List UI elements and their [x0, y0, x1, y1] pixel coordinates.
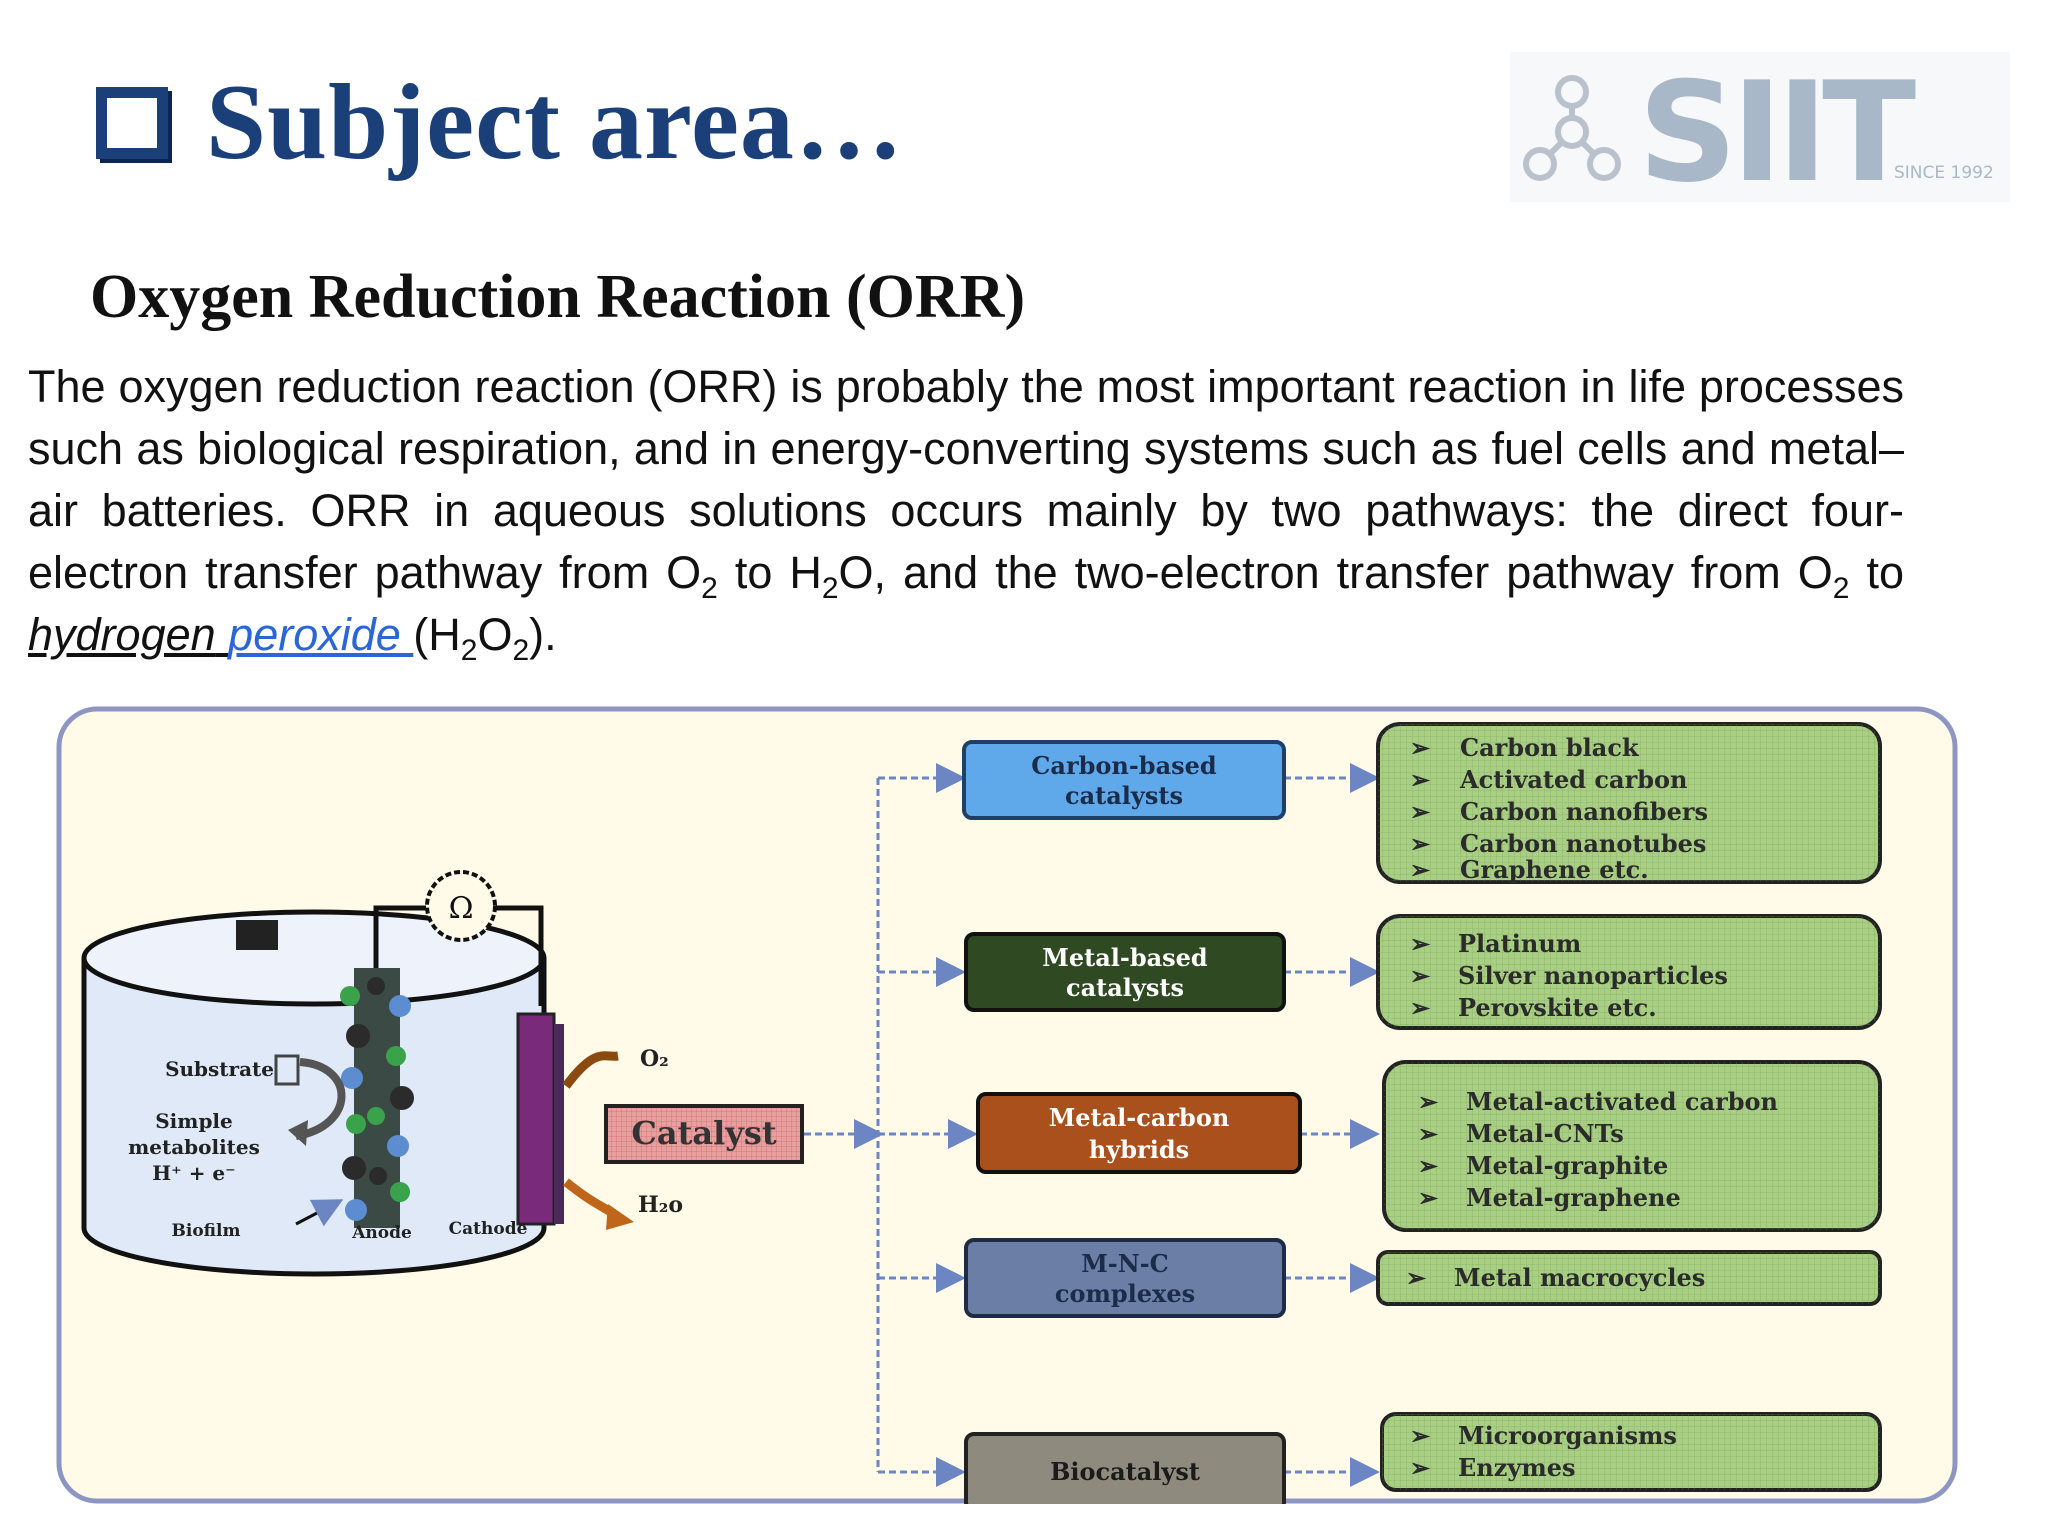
list-carbon-items: ➢ Carbon black ➢ Activated carbon ➢ Carb… [1376, 722, 1882, 884]
molecule-icon [1523, 75, 1621, 181]
list-hybrid-items: ➢ Metal-activated carbon ➢ Metal-CNTs ➢ … [1382, 1060, 1882, 1232]
logo-since: SINCE 1992 [1894, 163, 1994, 183]
svg-text:➢: ➢ [1410, 797, 1431, 826]
svg-text:➢: ➢ [1418, 1151, 1439, 1180]
svg-text:Carbon black: Carbon black [1460, 733, 1640, 762]
h2o-label: H₂o [638, 1192, 683, 1218]
catalyst-node: Catalyst [604, 1104, 804, 1164]
resistor-icon [425, 870, 497, 942]
catalyst-label: Catalyst [631, 1114, 776, 1152]
svg-text:Metal-graphene: Metal-graphene [1466, 1183, 1681, 1212]
svg-text:Metal macrocycles: Metal macrocycles [1454, 1263, 1705, 1292]
svg-text:➢: ➢ [1418, 1183, 1439, 1212]
svg-text:Graphene etc.: Graphene etc. [1460, 855, 1649, 884]
svg-text:Metal-based: Metal-based [1042, 943, 1208, 972]
svg-text:Perovskite etc.: Perovskite etc. [1458, 993, 1657, 1022]
svg-text:Metal-CNTs: Metal-CNTs [1466, 1119, 1624, 1148]
svg-text:catalysts: catalysts [1065, 781, 1183, 810]
metabolites-line3: H⁺ + e⁻ [152, 1161, 235, 1185]
svg-text:Metal-carbon: Metal-carbon [1049, 1103, 1230, 1132]
slide-title: Subject area… [96, 58, 904, 188]
category-carbon-based: Carbon-based catalysts [962, 740, 1286, 820]
orr-catalyst-diagram: Ω Substrate Simple metabolites H⁺ + e⁻ B… [56, 706, 1958, 1504]
svg-text:Metal-activated carbon: Metal-activated carbon [1466, 1087, 1778, 1116]
logo-text: SIIT [1638, 52, 1916, 202]
peroxide-link[interactable]: peroxide [228, 609, 414, 660]
metabolites-line1: Simple [155, 1109, 233, 1133]
svg-text:Activated carbon: Activated carbon [1459, 765, 1687, 794]
ohm-symbol: Ω [449, 891, 474, 926]
metabolites-line2: metabolites [128, 1135, 260, 1159]
cathode-label: Cathode [449, 1219, 528, 1239]
svg-text:➢: ➢ [1410, 1421, 1431, 1450]
svg-text:➢: ➢ [1418, 1087, 1439, 1116]
siit-logo: SIIT SINCE 1992 [1510, 52, 2010, 202]
section-heading: Oxygen Reduction Reaction (ORR) [90, 263, 1026, 331]
svg-text:M-N-C: M-N-C [1081, 1249, 1169, 1278]
svg-text:➢: ➢ [1410, 829, 1431, 858]
svg-text:Silver nanoparticles: Silver nanoparticles [1458, 961, 1728, 990]
svg-text:➢: ➢ [1410, 765, 1431, 794]
substrate-label: Substrate [165, 1057, 274, 1081]
biofilm-dots [340, 977, 414, 1221]
svg-text:Metal-graphite: Metal-graphite [1466, 1151, 1668, 1180]
conversion-arrow [295, 1058, 346, 1140]
connector-lines [804, 763, 1380, 1487]
orr-paragraph: The oxygen reduction reaction (ORR) is p… [28, 361, 1904, 667]
o2-arrow [562, 1051, 619, 1089]
svg-text:hybrids: hybrids [1089, 1135, 1189, 1164]
svg-text:Microorganisms: Microorganisms [1458, 1421, 1677, 1450]
tank-cap [236, 920, 278, 950]
svg-text:catalysts: catalysts [1066, 973, 1184, 1002]
svg-text:Biocatalyst: Biocatalyst [1050, 1457, 1200, 1486]
svg-text:➢: ➢ [1410, 1453, 1431, 1482]
hydrogen-link[interactable]: hydrogen [28, 609, 216, 660]
svg-text:➢: ➢ [1410, 855, 1431, 884]
biofilm-label: Biofilm [172, 1221, 241, 1241]
category-metal-based: Metal-based catalysts [964, 932, 1286, 1012]
anode-label: Anode [351, 1223, 412, 1243]
svg-text:Carbon nanofibers: Carbon nanofibers [1460, 797, 1708, 826]
slide-title-text: Subject area… [206, 63, 904, 182]
category-biocatalyst: Biocatalyst [964, 1432, 1286, 1504]
svg-text:Enzymes: Enzymes [1458, 1453, 1576, 1482]
svg-text:➢: ➢ [1410, 993, 1431, 1022]
category-metal-carbon-hybrids: Metal-carbon hybrids [976, 1092, 1302, 1174]
list-mnc-items: ➢ Metal macrocycles [1376, 1250, 1882, 1306]
svg-text:Carbon nanotubes: Carbon nanotubes [1460, 829, 1706, 858]
fuel-cell-illustration: Ω Substrate Simple metabolites H⁺ + e⁻ B… [81, 870, 683, 1277]
svg-text:Carbon-based: Carbon-based [1031, 751, 1217, 780]
cathode [516, 1012, 556, 1226]
svg-text:➢: ➢ [1410, 961, 1431, 990]
checkbox-bullet-icon [96, 87, 168, 159]
list-bio-items: ➢ Microorganisms ➢ Enzymes [1380, 1412, 1882, 1492]
svg-text:complexes: complexes [1055, 1279, 1195, 1308]
list-metal-items: ➢ Platinum ➢ Silver nanoparticles ➢ Pero… [1376, 914, 1882, 1030]
svg-text:➢: ➢ [1410, 929, 1431, 958]
category-mnc-complexes: M-N-C complexes [964, 1238, 1286, 1318]
svg-text:➢: ➢ [1406, 1263, 1427, 1292]
o2-label: O₂ [640, 1046, 669, 1072]
svg-text:➢: ➢ [1410, 733, 1431, 762]
svg-text:Platinum: Platinum [1458, 929, 1581, 958]
svg-text:➢: ➢ [1418, 1119, 1439, 1148]
